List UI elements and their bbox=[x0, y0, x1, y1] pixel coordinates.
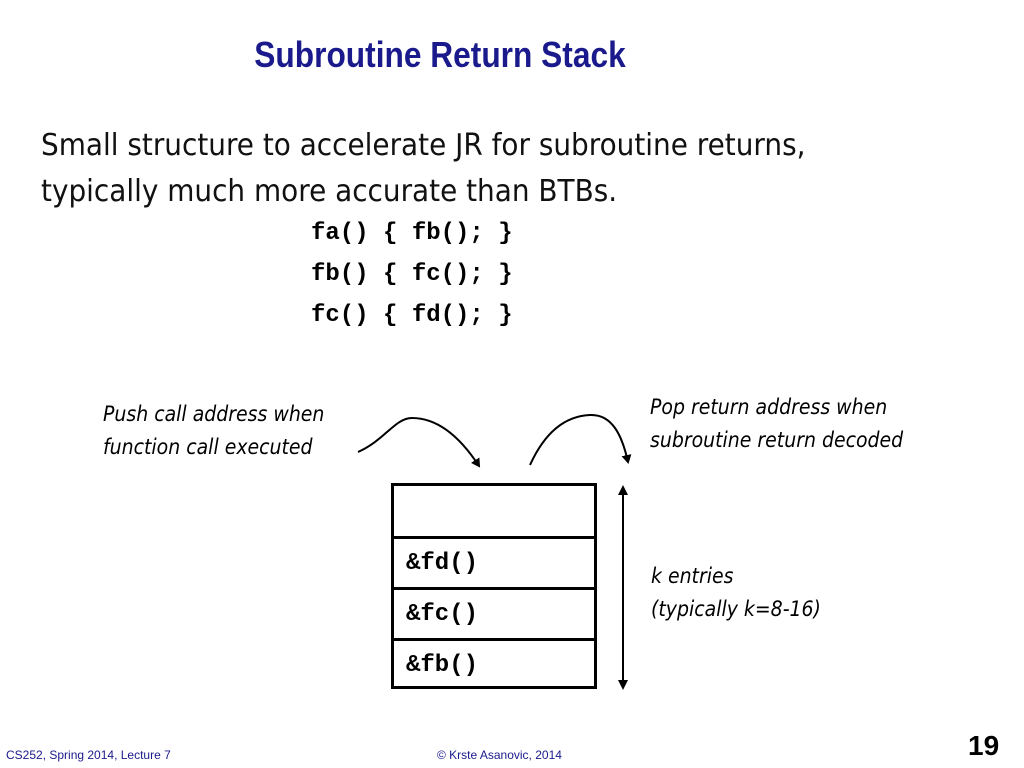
push-note: Push call address when function call exe… bbox=[103, 398, 324, 464]
return-stack: &fd() &fc() &fb() bbox=[391, 483, 597, 689]
push-note-line: Push call address when bbox=[103, 402, 325, 426]
code-line: fc() { fd(); } bbox=[311, 302, 513, 329]
stack-entry-fc: &fc() bbox=[394, 587, 594, 638]
stack-entry-fd: &fd() bbox=[394, 536, 594, 587]
intro-text: Small structure to accelerate JR for sub… bbox=[41, 123, 934, 215]
code-line: fb() { fc(); } bbox=[311, 261, 513, 288]
footer-course: CS252, Spring 2014, Lecture 7 bbox=[6, 748, 171, 762]
intro-line: Small structure to accelerate JR for sub… bbox=[41, 128, 806, 163]
k-note-line: (typically k=8-16) bbox=[651, 597, 821, 621]
push-arrow bbox=[357, 416, 481, 468]
slide-title: Subroutine Return Stack bbox=[254, 34, 626, 75]
pop-arrow bbox=[529, 413, 632, 466]
stack-size-arrow bbox=[618, 485, 628, 690]
code-block: fa() { fb(); } fb() { fc(); } fc() { fd();… bbox=[311, 213, 513, 336]
push-note-line: function call executed bbox=[103, 435, 313, 459]
footer-copyright: © Krste Asanovic, 2014 bbox=[437, 748, 562, 762]
slide-number: 19 bbox=[968, 730, 1000, 761]
k-entries-note: k entries (typically k=8-16) bbox=[651, 560, 821, 626]
code-line: fa() { fb(); } bbox=[311, 220, 513, 247]
intro-line: typically much more accurate than BTBs. bbox=[41, 174, 618, 209]
stack-entry-fb: &fb() bbox=[394, 638, 594, 689]
k-note-line: k entries bbox=[651, 564, 734, 588]
pop-note-line: subroutine return decoded bbox=[650, 428, 904, 452]
stack-entry-empty bbox=[394, 486, 594, 537]
pop-note-line: Pop return address when bbox=[650, 395, 888, 419]
pop-note: Pop return address when subroutine retur… bbox=[650, 391, 903, 457]
